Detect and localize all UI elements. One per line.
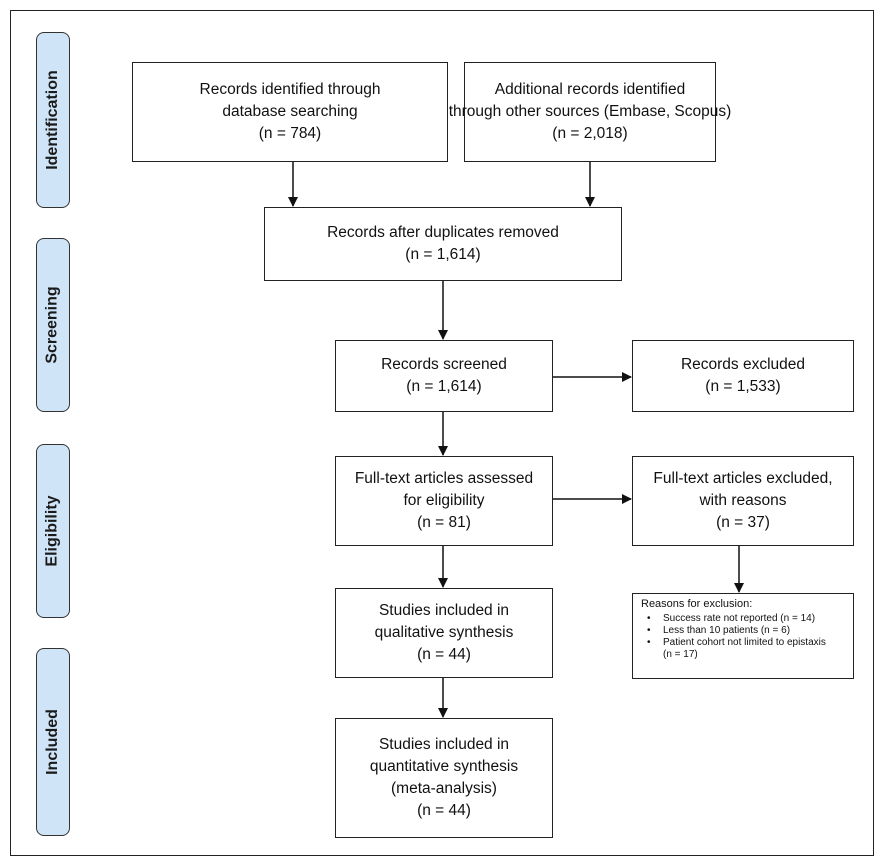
reasons-list: Success rate not reported (n = 14) Less …	[641, 613, 845, 648]
box-duplicates-removed: Records after duplicates removed (n = 1,…	[264, 207, 622, 281]
stage-included: Included	[36, 648, 70, 836]
box-line: (n = 37)	[716, 514, 770, 531]
box-other-sources: Additional records identified through ot…	[449, 62, 731, 162]
box-qualitative-synthesis: Studies included in qualitative synthesi…	[335, 588, 553, 678]
box-line: Full-text articles excluded,	[653, 470, 833, 487]
reason-item: Success rate not reported (n = 14)	[647, 613, 845, 624]
box-records-screened: Records screened (n = 1,614)	[335, 340, 553, 412]
box-exclusion-reasons: Reasons for exclusion: Success rate not …	[632, 593, 854, 679]
stage-screening: Screening	[36, 238, 70, 412]
box-line: Records identified through	[199, 81, 381, 98]
box-line: with reasons	[699, 492, 787, 509]
reason-item-continuation: (n = 17)	[663, 649, 698, 660]
box-line: Additional records identified	[494, 81, 686, 98]
box-line: (n = 44)	[417, 802, 471, 819]
reason-item: Patient cohort not limited to epistaxis	[647, 637, 845, 648]
box-line: for eligibility	[403, 492, 485, 509]
box-line: quantitative synthesis	[369, 758, 519, 775]
box-line: (n = 81)	[417, 514, 471, 531]
box-line: Studies included in	[378, 602, 510, 619]
box-line: (n = 2,018)	[552, 125, 628, 142]
box-line: Records excluded	[680, 356, 806, 373]
box-fulltext-assessed: Full-text articles assessed for eligibil…	[335, 456, 553, 546]
box-line: database searching	[222, 103, 358, 120]
reason-item: Less than 10 patients (n = 6)	[647, 625, 845, 636]
box-line: (n = 44)	[417, 646, 471, 663]
box-line: (n = 784)	[258, 125, 322, 142]
box-quantitative-synthesis: Studies included in quantitative synthes…	[335, 718, 553, 838]
box-fulltext-excluded: Full-text articles excluded, with reason…	[632, 456, 854, 546]
box-line: (n = 1,614)	[405, 246, 481, 263]
box-line: Records after duplicates removed	[327, 224, 559, 241]
box-database-search: Records identified through database sear…	[132, 62, 448, 162]
stage-eligibility: Eligibility	[36, 444, 70, 618]
stage-identification: Identification	[36, 32, 70, 208]
box-line: Records screened	[381, 356, 507, 373]
box-line: Full-text articles assessed	[354, 470, 534, 487]
box-line: Studies included in	[378, 736, 510, 753]
box-line: (n = 1,614)	[406, 378, 482, 395]
box-line: through other sources (Embase, Scopus)	[448, 103, 732, 120]
box-line: (meta-analysis)	[391, 780, 497, 797]
reasons-title: Reasons for exclusion:	[641, 598, 753, 610]
box-records-excluded: Records excluded (n = 1,533)	[632, 340, 854, 412]
box-line: qualitative synthesis	[374, 624, 514, 641]
diagram-frame	[10, 10, 874, 856]
box-line: (n = 1,533)	[705, 378, 781, 395]
